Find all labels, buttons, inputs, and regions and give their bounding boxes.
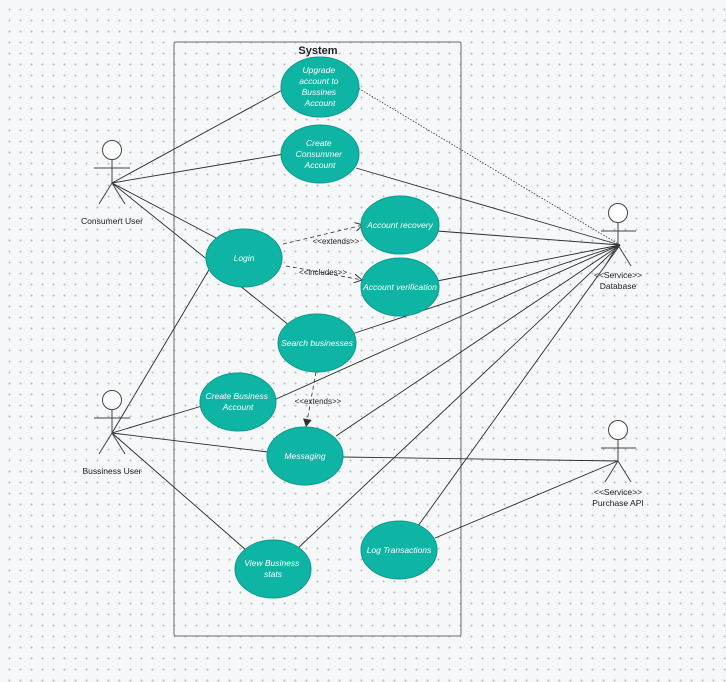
system-boundary	[173, 41, 462, 637]
actor-stereotype: <<Service>>	[594, 487, 642, 497]
use-case-log-transactions[interactable]: Log Transactions	[360, 520, 438, 580]
actor-database[interactable]: <<Service>> Database	[594, 203, 642, 292]
assoc-business-messaging	[111, 432, 269, 453]
assoc-business-login	[111, 267, 211, 434]
assoc-db-stats	[295, 244, 621, 551]
assoc-db-recovery	[436, 230, 621, 246]
assoc-business-stats	[111, 432, 247, 551]
use-case-account-verification[interactable]: Account verification	[360, 257, 440, 317]
use-case-view-business-stats[interactable]: View Business stats	[234, 539, 312, 599]
purchase-api-associations	[341, 456, 619, 539]
actor-consumer-user[interactable]: Consumert User	[81, 140, 143, 227]
assoc-db-verification	[436, 244, 621, 282]
extends-login-recovery	[282, 225, 363, 245]
actor-stereotype: <<Service>>	[594, 270, 642, 280]
use-case-create-consumer-account[interactable]: Create Consummer Account	[280, 124, 360, 184]
assoc-api-messaging	[341, 456, 619, 462]
assoc-api-log	[434, 460, 619, 539]
database-associations	[273, 87, 621, 551]
use-case-upgrade-account[interactable]: Upgrade account to Bussines Account	[280, 56, 360, 118]
assoc-consumer-search	[111, 182, 291, 327]
business-associations	[111, 267, 269, 551]
actor-label: Database	[600, 281, 637, 291]
assoc-db-create-business	[273, 244, 621, 401]
extends-search-messaging	[303, 371, 317, 428]
actor-head-icon	[102, 140, 122, 160]
actor-purchase-api[interactable]: <<Service>> Purchase API	[592, 420, 644, 509]
actor-label: Purchase API	[592, 498, 644, 508]
includes-login-verification	[285, 265, 362, 280]
use-case-messaging[interactable]: Messaging	[266, 426, 344, 486]
assoc-consumer-create-account	[111, 153, 285, 184]
actor-head-icon	[608, 420, 628, 440]
actor-head-icon	[102, 390, 122, 410]
use-case-account-recovery[interactable]: Account recovery	[360, 195, 440, 255]
use-case-search-businesses[interactable]: Search businesses	[277, 313, 357, 373]
assoc-db-log	[417, 244, 621, 527]
assoc-consumer-upgrade	[111, 87, 287, 184]
assoc-db-create-account	[355, 167, 621, 246]
consumer-associations	[111, 87, 291, 327]
system-title: System	[298, 45, 337, 57]
assoc-db-messaging	[335, 244, 621, 437]
assoc-business-create-account	[111, 405, 203, 434]
includes-label-verification: <<includes>>	[299, 268, 347, 277]
actor-business-user[interactable]: Bussiness User	[82, 390, 142, 477]
extends-label-messaging: <<extends>>	[295, 397, 342, 406]
assoc-consumer-login	[111, 182, 221, 241]
actor-head-icon	[608, 203, 628, 223]
assoc-db-search	[351, 244, 621, 335]
extends-label-recovery: <<extends>>	[313, 237, 360, 246]
actor-label: Consumert User	[81, 216, 143, 226]
use-case-login[interactable]: Login	[205, 228, 283, 288]
actor-label: Bussiness User	[82, 466, 141, 476]
use-case-create-business-account[interactable]: Create Business Account	[199, 372, 277, 432]
